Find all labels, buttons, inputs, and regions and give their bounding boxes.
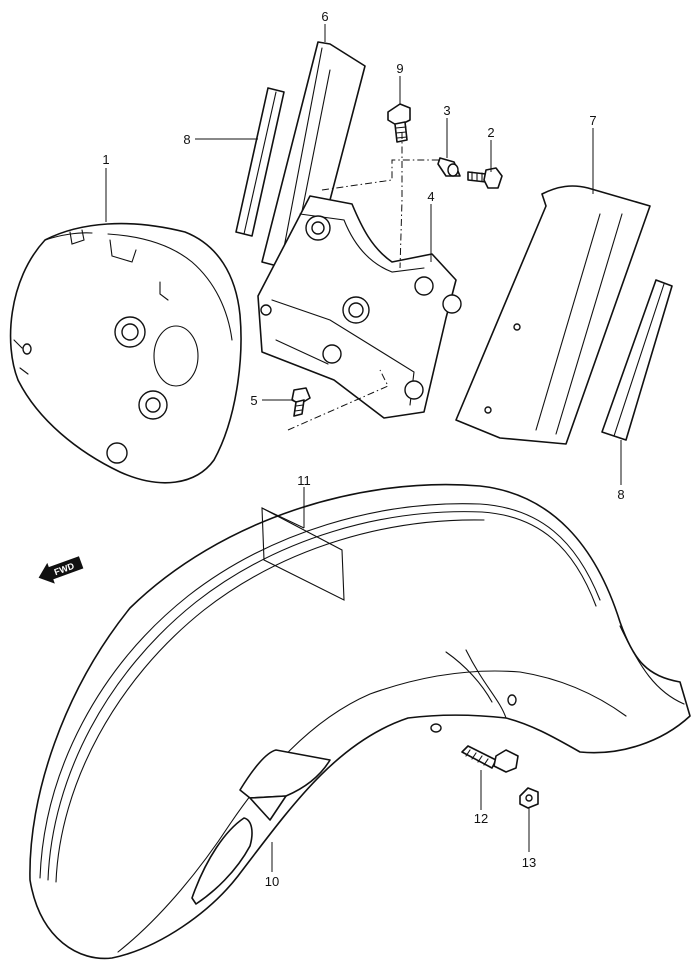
leader-lines: [105, 24, 622, 872]
callout-10: 10: [265, 874, 279, 889]
part-8-strip-lower: [601, 279, 673, 441]
callout-1: 1: [102, 152, 109, 167]
callout-11: 11: [297, 473, 311, 488]
forward-arrow-icon: FWD: [38, 556, 84, 584]
callout-7: 7: [589, 113, 596, 128]
part-13-nut: [519, 787, 539, 809]
part-8-strip-upper: [235, 87, 285, 237]
callout-12: 12: [474, 811, 488, 826]
callout-3: 3: [443, 103, 450, 118]
part-12-bolt: [461, 745, 519, 773]
part-3-collar: [437, 157, 461, 177]
alignment-lines: [287, 132, 440, 431]
callout-numbers: 1 2 3 4 5 6 7 8 8 9 10 11 12 13: [102, 9, 624, 889]
part-5-bolt: [291, 387, 311, 417]
callout-13: 13: [522, 855, 536, 870]
part-7-cover: [455, 185, 651, 445]
callout-6: 6: [321, 9, 328, 24]
callout-8-lower: 8: [617, 487, 624, 502]
callout-8-upper: 8: [183, 132, 190, 147]
part-9-bolt: [387, 103, 411, 143]
part-11-label: [261, 507, 345, 601]
part-1-housing: [9, 222, 242, 484]
callout-9: 9: [396, 61, 403, 76]
callout-5: 5: [250, 393, 257, 408]
callout-4: 4: [427, 189, 434, 204]
part-10-fender: [29, 483, 691, 960]
part-2-bolt: [467, 167, 503, 189]
callout-2: 2: [487, 125, 494, 140]
